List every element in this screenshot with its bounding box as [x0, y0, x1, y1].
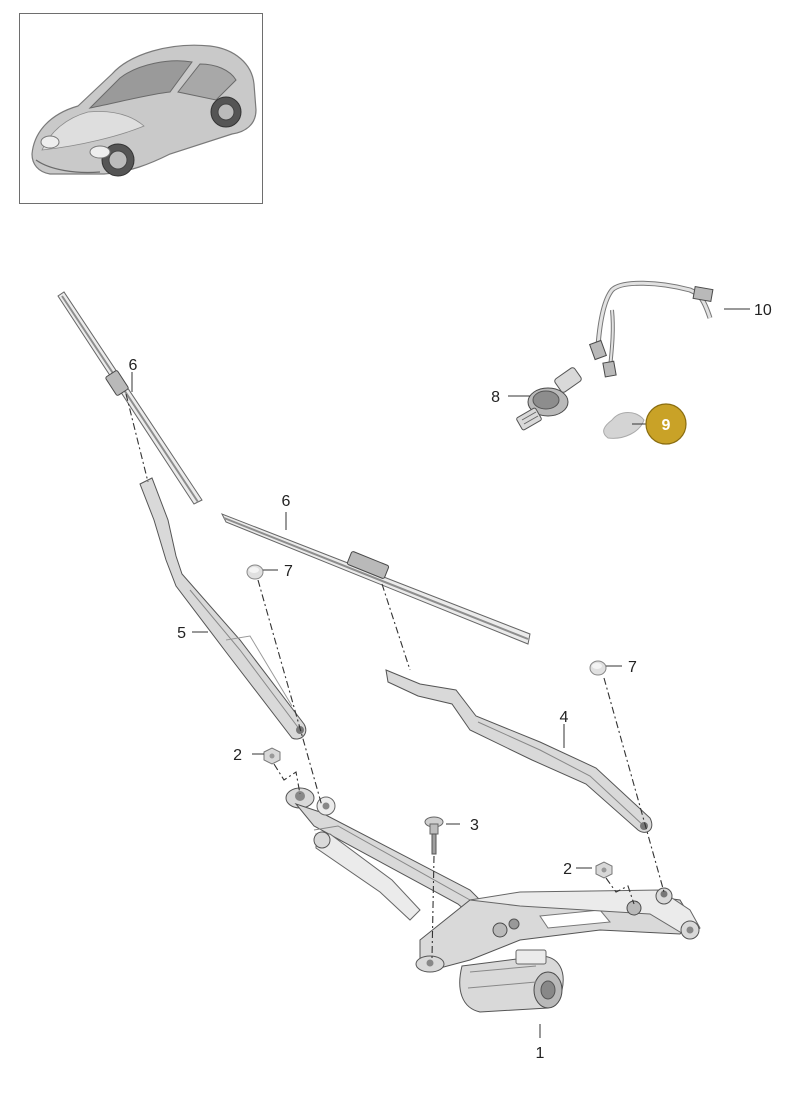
rain-sensor-part: [516, 367, 582, 431]
mounting-bolt-part: [424, 816, 444, 855]
callout-2-left: 2: [233, 747, 242, 764]
hex-nut-right-part: [595, 861, 613, 879]
callout-8: 8: [491, 389, 500, 406]
callout-10: 10: [754, 302, 772, 319]
callout-9: 9: [662, 417, 671, 434]
wiper-arm-right-part: [385, 669, 653, 833]
callout-5: 5: [177, 625, 186, 642]
nut-cap-left-part: [246, 564, 264, 580]
assembly-line: [257, 579, 323, 807]
wiper-blade-right-part: [220, 513, 531, 645]
car-hood: [41, 111, 145, 151]
sensor-pad-part: [603, 412, 645, 439]
assembly-line: [431, 855, 435, 959]
hex-nut-left-part: [263, 747, 281, 765]
assembly-line: [381, 583, 411, 671]
car-windshield: [88, 60, 193, 109]
assembly-line: [125, 393, 149, 483]
wiper-blade-left-part: [57, 291, 203, 505]
car-side-window: [177, 63, 237, 101]
assembly-line: [605, 877, 635, 905]
vehicle-thumbnail-frame: [19, 13, 263, 204]
gold-circle-badge-icon: [645, 403, 687, 445]
callout-7-right: 7: [628, 659, 637, 676]
wiper-arm-left-part: [139, 477, 307, 740]
wiper-linkage-motor-part: [285, 787, 701, 1013]
callout-2-right: 2: [563, 861, 572, 878]
callout-4: 4: [560, 709, 569, 726]
assembly-line: [273, 763, 301, 795]
callout-9-badge: 9: [645, 403, 687, 445]
callout-6-upper: 6: [129, 357, 138, 374]
callout-7-left: 7: [284, 563, 293, 580]
nut-cap-right-part: [589, 660, 607, 676]
wiring-harness-part: [588, 280, 714, 378]
sports-car-thumbnail-icon: [31, 44, 257, 177]
callout-6-middle: 6: [282, 493, 291, 510]
car-headlight: [40, 135, 60, 149]
callout-3: 3: [470, 817, 479, 834]
assembly-line: [603, 677, 665, 893]
callout-1: 1: [536, 1045, 545, 1062]
